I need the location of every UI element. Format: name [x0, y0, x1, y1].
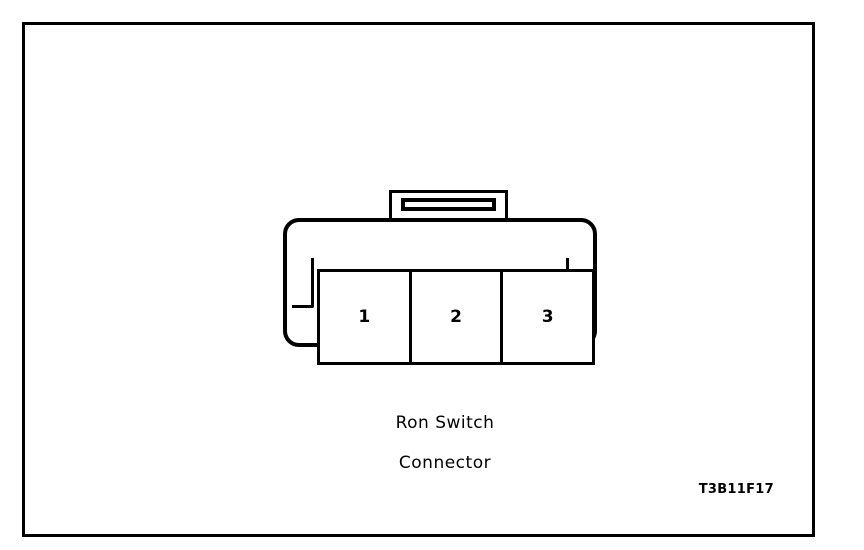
cavity-number-3: 3 [541, 306, 554, 327]
cavity-1: 1 [320, 272, 412, 362]
caption-block: Ron Switch Connector [25, 413, 864, 473]
cavity-number-2: 2 [450, 306, 462, 327]
keying-notch-left [292, 258, 314, 308]
latch-bar-icon [401, 198, 496, 211]
connector-shell: 1 2 3 [283, 218, 597, 365]
cavity-3: 3 [503, 272, 593, 362]
connector-drawing: 1 2 3 [280, 185, 600, 365]
diagram-frame: 1 2 3 Ron Switch Connector T3B11F17 [22, 22, 815, 537]
cavity-block: 1 2 3 [317, 269, 595, 365]
cavity-number-1: 1 [358, 306, 371, 327]
caption-line-secondary: Connector [398, 453, 492, 473]
figure-reference-code: T3B11F17 [698, 482, 774, 497]
cavity-2: 2 [411, 272, 504, 362]
caption-line-primary: Ron Switch [395, 413, 495, 433]
